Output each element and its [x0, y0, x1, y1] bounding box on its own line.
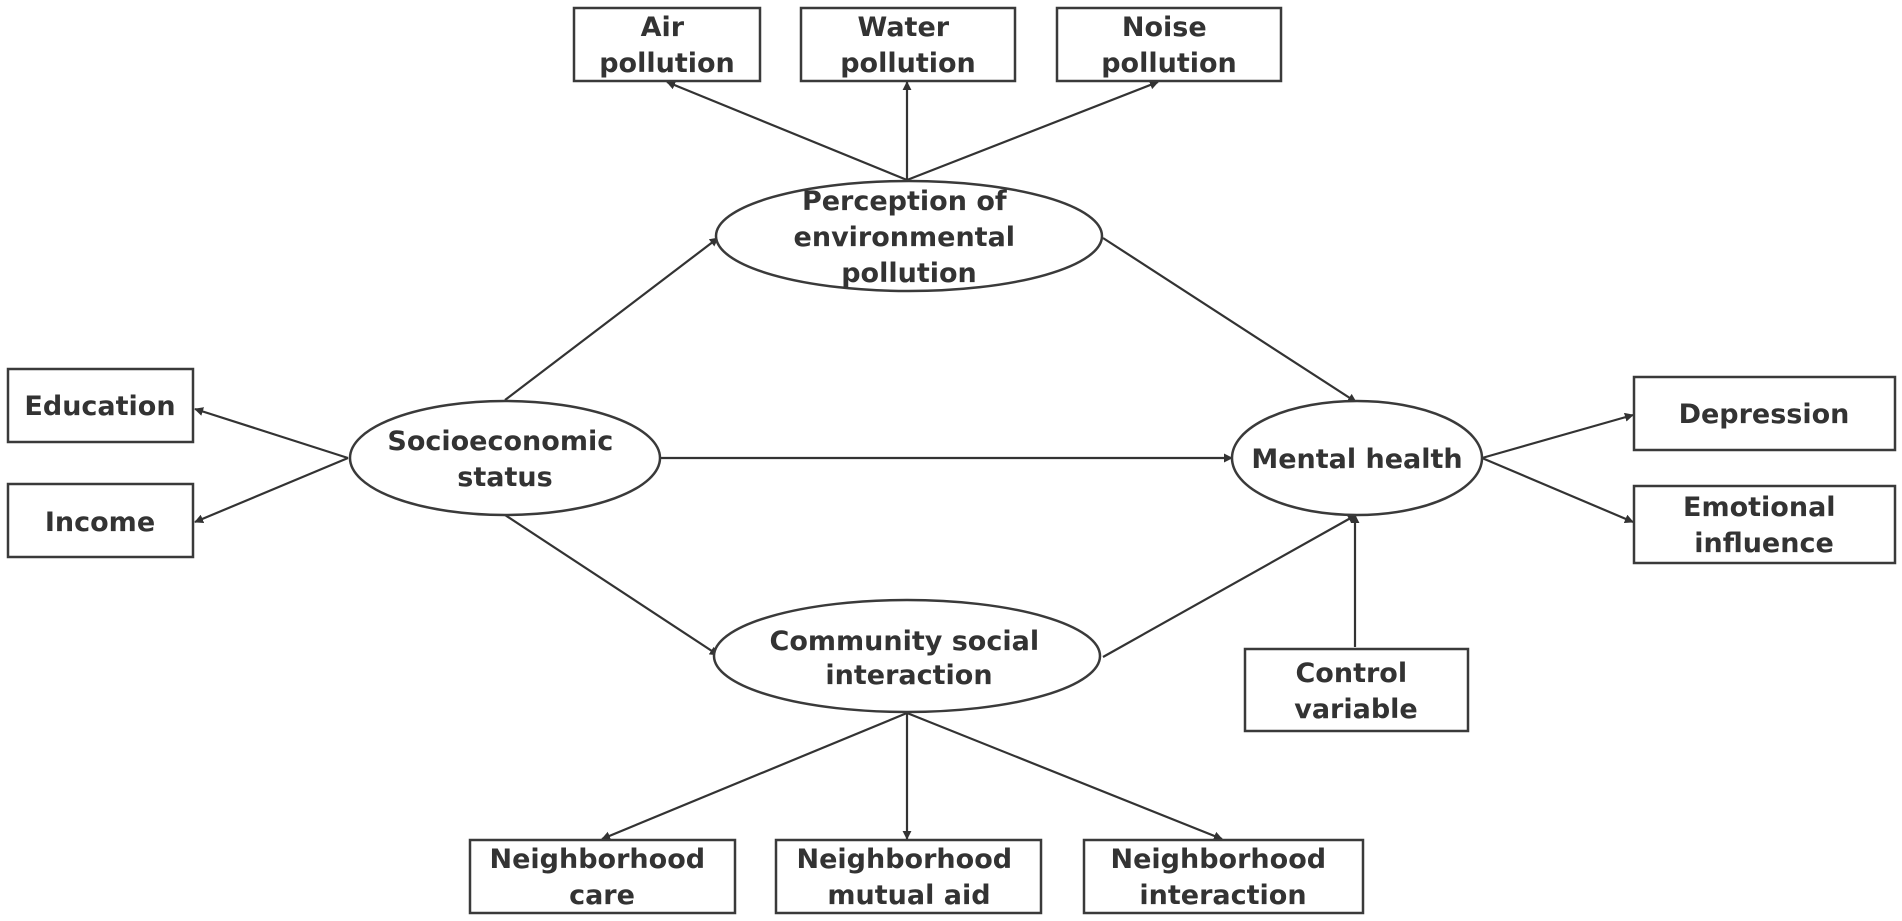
- neighborhood-interaction-box: [1082, 838, 1365, 915]
- neighborhood-mutual-aid-box: [774, 838, 1043, 915]
- perception-ellipse: [714, 179, 1104, 293]
- community-ellipse: [712, 598, 1102, 714]
- neighborhood-interaction-label: Neighborhood interaction: [1111, 844, 1336, 911]
- neighborhood-mutual-aid-label: Neighborhood mutual aid: [797, 844, 1022, 911]
- neighborhood-care-box: [468, 838, 737, 915]
- neighborhood-care-label: Neighborhood care: [490, 844, 715, 911]
- emotional-influence-label: Emotional influence: [1683, 492, 1845, 559]
- education-label: Education: [24, 391, 175, 422]
- node-noise-pollution: Noise pollution: [1055, 6, 1283, 83]
- edge-socioeconomic-to-perception: [504, 237, 719, 401]
- edges: [194, 80, 1634, 841]
- mental-health-label: Mental health: [1251, 444, 1462, 475]
- income-box: [6, 482, 195, 559]
- edge-socioeconomic-to-community: [504, 514, 719, 656]
- control-variable-box: [1243, 647, 1470, 733]
- perception-label: Perception of environmental pollution: [794, 186, 1025, 289]
- edge-community-to-neighborhood-interaction: [906, 711, 1223, 841]
- water-pollution-box: [799, 6, 1017, 83]
- nodes: Air pollution Water pollution Noise poll…: [6, 6, 1897, 915]
- edge-perception-to-noise-pollution: [906, 80, 1159, 182]
- node-neighborhood-care: Neighborhood care: [468, 838, 737, 915]
- community-label: Community social interaction: [770, 626, 1049, 691]
- noise-pollution-box: [1055, 6, 1283, 83]
- edge-community-to-mental-health: [1102, 514, 1357, 658]
- income-label: Income: [45, 507, 155, 538]
- education-box: [6, 367, 195, 444]
- air-pollution-label: Air pollution: [599, 12, 735, 79]
- edge-mental-health-to-emotional-influence: [1481, 456, 1634, 524]
- node-perception-of-environmental-pollution: Perception of environmental pollution: [714, 179, 1104, 293]
- node-emotional-influence: Emotional influence: [1632, 484, 1897, 565]
- edge-socioeconomic-to-income: [194, 456, 349, 524]
- socioeconomic-ellipse: [348, 399, 662, 517]
- edge-community-to-neighborhood-care: [601, 711, 908, 841]
- edge-perception-to-mental-health: [1102, 237, 1357, 403]
- node-control-variable: Control variable: [1243, 647, 1470, 733]
- depression-label: Depression: [1679, 399, 1850, 430]
- control-variable-label: Control variable: [1294, 658, 1418, 725]
- node-income: Income: [6, 482, 195, 559]
- node-socioeconomic-status: Socioeconomic status: [348, 399, 662, 517]
- node-water-pollution: Water pollution: [799, 6, 1017, 83]
- node-mental-health: Mental health: [1230, 399, 1484, 517]
- node-neighborhood-mutual-aid: Neighborhood mutual aid: [774, 838, 1043, 915]
- node-education: Education: [6, 367, 195, 444]
- mental-health-ellipse: [1230, 399, 1484, 517]
- node-depression: Depression: [1632, 375, 1897, 452]
- depression-box: [1632, 375, 1897, 452]
- emotional-influence-box: [1632, 484, 1897, 565]
- water-pollution-label: Water pollution: [840, 12, 976, 79]
- edge-mental-health-to-depression: [1481, 412, 1634, 460]
- node-neighborhood-interaction: Neighborhood interaction: [1082, 838, 1365, 915]
- socioeconomic-label: Socioeconomic status: [387, 426, 622, 493]
- node-air-pollution: Air pollution: [572, 6, 762, 83]
- noise-pollution-label: Noise pollution: [1101, 12, 1237, 79]
- node-community-social-interaction: Community social interaction: [712, 598, 1102, 714]
- air-pollution-box: [572, 6, 762, 83]
- edge-perception-to-air-pollution: [666, 80, 908, 182]
- edge-socioeconomic-to-education: [194, 407, 349, 460]
